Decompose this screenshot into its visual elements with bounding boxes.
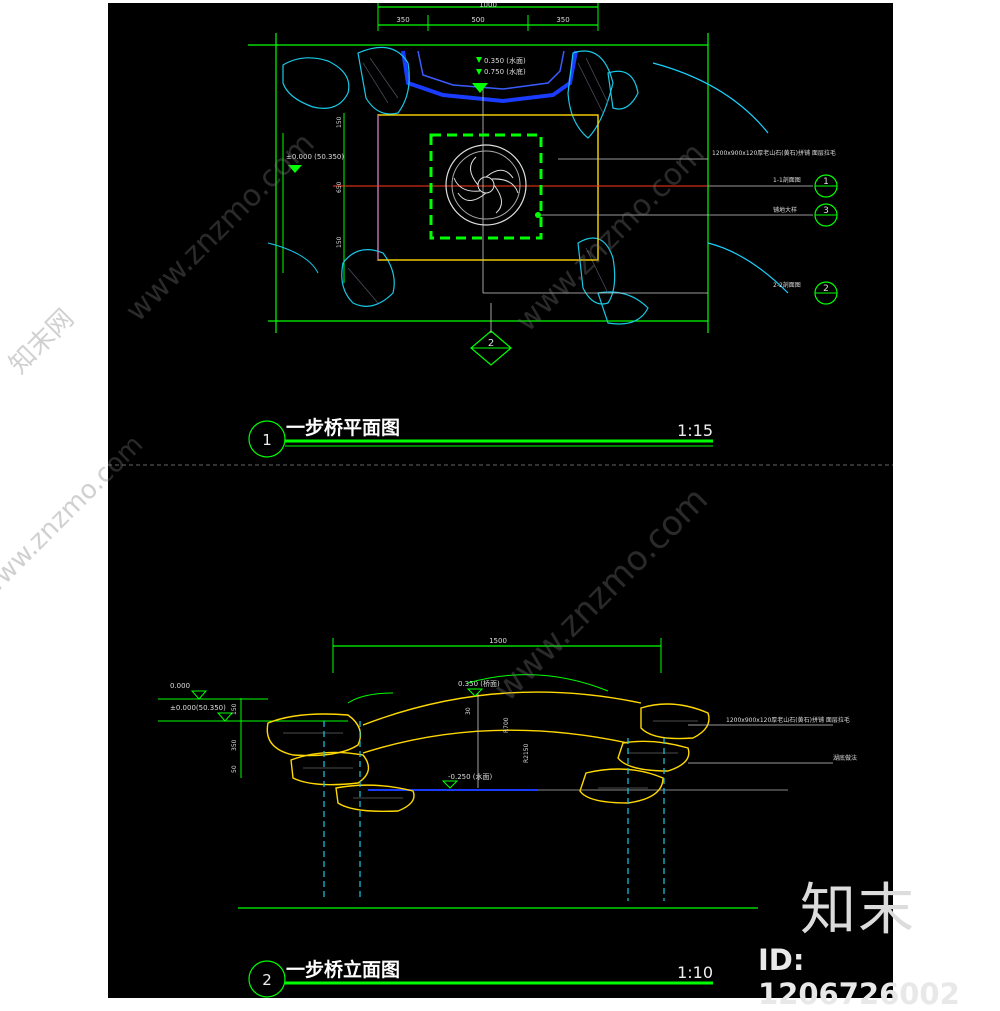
elev-material: 1200x900x120厚老山石(黄石)拼铺 面层拉毛: [726, 716, 850, 724]
svg-text:2: 2: [823, 284, 829, 294]
elev-level-left: 0.000: [170, 682, 190, 690]
section-1-marker: 1: [814, 174, 838, 198]
plan-callout-detail3: 铺地大样: [773, 206, 797, 214]
plan-callout-section1: 1-1剖面图: [773, 176, 801, 184]
plan-elev-2: 0.750 (水底): [484, 67, 526, 76]
elev-level-left2: ±0.000(50.350): [170, 704, 226, 712]
svg-text:150: 150: [231, 703, 238, 715]
elev-scale: 1:10: [677, 963, 713, 982]
plan-title-number: 1: [262, 431, 272, 449]
cad-drawing-area: 1000 350 500 350: [108, 1, 893, 998]
section-2-marker: 2: [814, 281, 838, 305]
watermark-url-left: www.znzmo.com: [0, 430, 149, 605]
plan-title: 一步桥平面图: [286, 416, 400, 439]
plan-scale: 1:15: [677, 421, 713, 440]
plan-dim-mid: 500: [471, 16, 484, 24]
elev-water-level: -0.250 (水面): [448, 772, 493, 781]
plan-title-block: 1 一步桥平面图 1:15: [248, 416, 713, 458]
detail-3-marker: 3: [814, 203, 838, 227]
plan-dim-total: 1000: [479, 3, 497, 9]
elev-title: 一步桥立面图: [286, 958, 400, 981]
svg-text:3: 3: [823, 206, 829, 216]
plan-level-mark: ±0.000 (50.350): [286, 153, 344, 161]
elevation-view: 1500 0.000 ±0.000(50.350) 150 350 50: [158, 637, 857, 998]
elev-dim-top: 1500: [489, 637, 507, 645]
svg-text:1: 1: [823, 177, 829, 187]
plan-dim-right: 350: [556, 16, 569, 24]
svg-text:R700: R700: [503, 717, 510, 733]
plan-dim-left-2: 650: [336, 181, 343, 193]
svg-text:2: 2: [488, 338, 494, 349]
plan-callout-section2: 2-2剖面图: [773, 281, 801, 289]
plan-dim-left-3: 150: [336, 236, 343, 248]
brand-id: ID: 1206726002: [758, 943, 960, 1011]
elev-right-note: 湖底做法: [833, 754, 857, 762]
elev-title-number: 2: [262, 971, 272, 989]
elev-center-level: 0.350 (桥面): [458, 679, 500, 688]
elevation-title-block: 2 一步桥立面图 1:10: [248, 958, 713, 998]
plan-dim-left-1: 150: [336, 116, 343, 128]
plan-view: 1000 350 500 350: [248, 1, 838, 458]
brand-logo: 知末: [800, 878, 916, 943]
plan-dim-left: 350: [396, 16, 409, 24]
cad-drawing: 1000 350 500 350: [108, 1, 893, 998]
plan-elev-1: 0.350 (水面): [484, 56, 526, 65]
svg-text:350: 350: [231, 739, 238, 751]
svg-text:R2150: R2150: [523, 743, 530, 763]
svg-text:50: 50: [231, 765, 238, 773]
watermark-cn-left: 知末网: [4, 304, 80, 380]
svg-text:30: 30: [465, 707, 472, 715]
plan-section-arrow: 2: [470, 303, 512, 366]
plan-callout-material: 1200x900x120厚老山石(黄石)拼铺 面层拉毛: [712, 149, 836, 157]
